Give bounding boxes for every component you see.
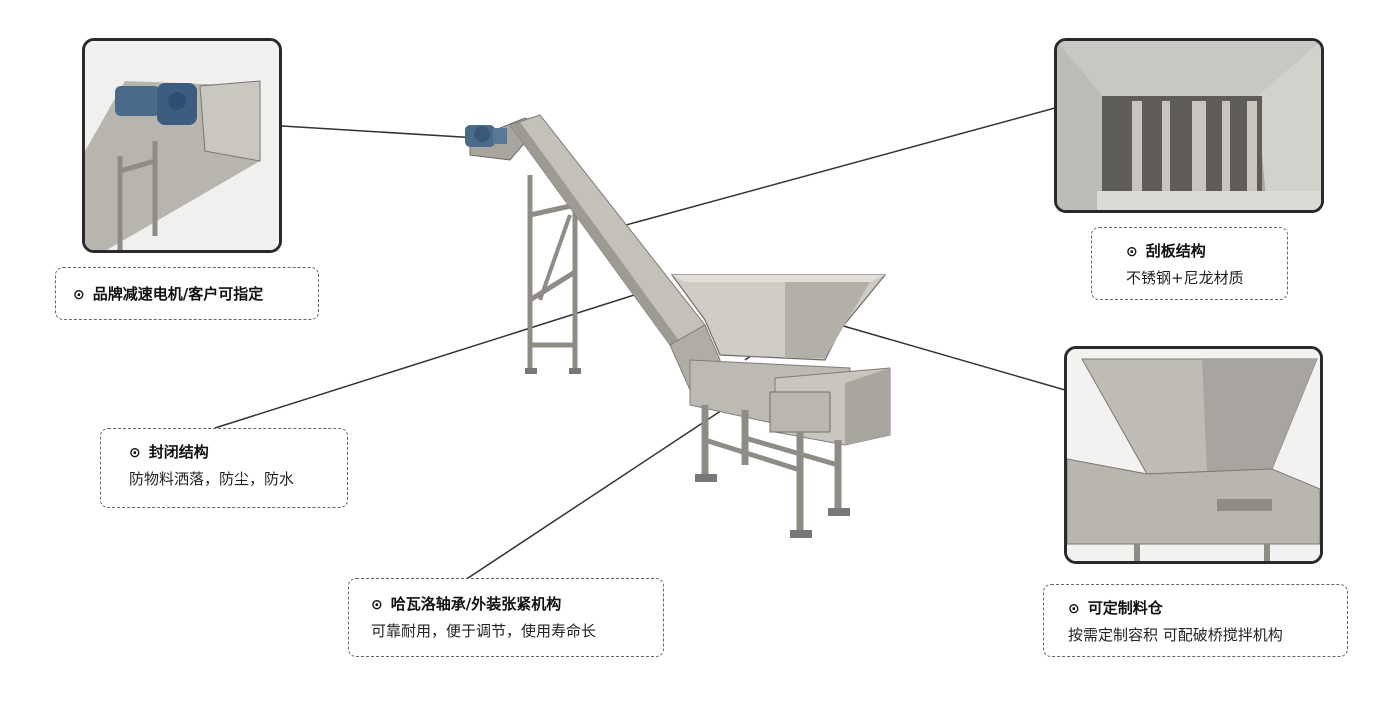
leader-line-scraper — [614, 107, 1056, 229]
hopper-photo-drawing — [1067, 349, 1320, 561]
motor-photo-drawing — [85, 41, 279, 250]
leader-line-bearing — [464, 384, 761, 581]
bullet-icon: ⊙ — [129, 445, 141, 461]
callout-hopper-title: ⊙可定制料仓 — [1068, 599, 1163, 617]
callout-motor: ⊙品牌减速电机/客户可指定 — [55, 267, 319, 320]
bullet-icon: ⊙ — [73, 287, 85, 303]
scraper-photo-drawing — [1057, 41, 1321, 210]
scraper-photo — [1054, 38, 1324, 213]
callout-scraper-desc: 不锈钢+尼龙材质 — [1126, 269, 1244, 287]
bullet-icon: ⊙ — [371, 597, 383, 613]
callout-enclosed-desc: 防物料洒落，防尘，防水 — [129, 470, 295, 488]
callout-enclosed: ⊙封闭结构 防物料洒落，防尘，防水 — [100, 428, 348, 508]
rear-support-stand — [527, 175, 578, 372]
callout-bearing-title: ⊙哈瓦洛轴承/外装张紧机构 — [371, 595, 562, 613]
bullet-icon: ⊙ — [1068, 601, 1080, 617]
callout-hopper-desc: 按需定制容积 可配破桥搅拌机构 — [1068, 626, 1283, 644]
hopper-photo — [1064, 346, 1323, 564]
front-support-stand — [701, 405, 842, 535]
callout-bearing-desc: 可靠耐用，便于调节，使用寿命长 — [371, 622, 597, 640]
callout-scraper: ⊙刮板结构 不锈钢+尼龙材质 — [1091, 227, 1288, 300]
bullet-icon: ⊙ — [1126, 244, 1138, 260]
callout-hopper: ⊙可定制料仓 按需定制容积 可配破桥搅拌机构 — [1043, 584, 1348, 657]
callout-motor-title: ⊙品牌减速电机/客户可指定 — [73, 285, 264, 303]
motor-photo — [82, 38, 282, 253]
leader-line-motor — [281, 125, 479, 139]
callout-bearing: ⊙哈瓦洛轴承/外装张紧机构 可靠耐用，便于调节，使用寿命长 — [348, 578, 664, 657]
callout-enclosed-title: ⊙封闭结构 — [129, 443, 209, 461]
leader-line-hopper-a — [839, 324, 1066, 391]
motor-unit — [465, 125, 507, 147]
callout-scraper-title: ⊙刮板结构 — [1126, 242, 1206, 260]
